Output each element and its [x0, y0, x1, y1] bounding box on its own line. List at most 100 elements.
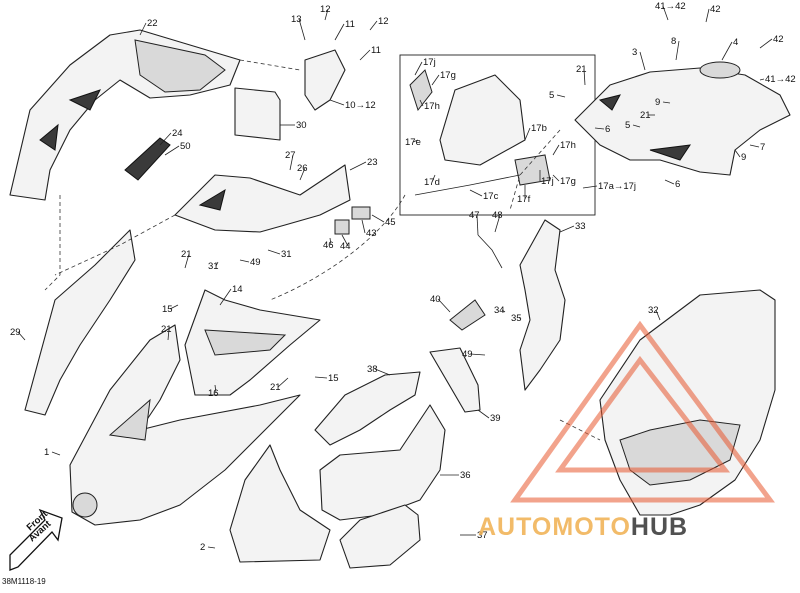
part-33-bracket	[519, 219, 566, 391]
leader-line-c40	[437, 298, 451, 313]
leader-line-c34	[501, 309, 506, 313]
part-39-strip	[429, 347, 481, 413]
callout-c34: 34	[494, 305, 505, 316]
dash-line-top	[239, 59, 301, 71]
callout-c23: 23	[367, 157, 378, 168]
leader-line-c5a	[556, 94, 566, 98]
leader-line-c12b	[369, 20, 378, 31]
leader-line-c17h1	[419, 99, 424, 107]
leader-line-c21a	[583, 68, 586, 86]
callout-c5b: 5	[625, 120, 630, 131]
leader-line-c47	[476, 214, 479, 236]
callout-c35: 35	[511, 313, 522, 324]
leader-line-c45	[371, 214, 385, 223]
leader-line-c4	[721, 41, 733, 61]
leader-line-c49b	[469, 353, 486, 356]
leader-line-c8	[675, 40, 680, 61]
leader-line-c38	[374, 368, 391, 376]
leader-line-c6a	[594, 127, 605, 130]
leader-line-c17d	[431, 174, 436, 183]
leader-line-c17h2	[552, 144, 560, 156]
leader-line-c9b	[734, 149, 741, 158]
callout-c15a: 15	[162, 304, 173, 315]
part-30-panel	[234, 87, 281, 141]
leader-line-c17g1	[431, 74, 440, 86]
leader-line-c17j1	[414, 61, 423, 76]
part-3-tank-cover	[574, 61, 791, 176]
part-29-side-panel	[24, 229, 136, 416]
callout-c8: 8	[671, 36, 676, 47]
callout-c7: 7	[760, 142, 765, 153]
callout-c17j1: 17j	[423, 57, 436, 68]
callout-c42b: 42	[773, 34, 784, 45]
callout-labels: 12345566789910→1211111212131415151617a→1…	[10, 1, 796, 553]
part-32-right-panel	[599, 289, 776, 516]
leader-line-c39	[477, 409, 490, 419]
leader-line-c48	[494, 214, 501, 233]
callout-c33: 33	[575, 221, 586, 232]
callout-c29: 29	[10, 327, 21, 338]
callout-c50: 50	[180, 141, 191, 152]
part-47-rod	[477, 234, 503, 269]
leader-line-c5b	[632, 124, 641, 128]
leader-line-c15a	[169, 304, 179, 310]
callout-c49a: 49	[250, 257, 261, 268]
callout-c9b: 9	[741, 152, 746, 163]
callout-c47: 47	[469, 210, 480, 221]
callout-c26: 26	[297, 163, 308, 174]
dash-line-right	[559, 419, 601, 441]
leader-line-c3	[639, 51, 646, 71]
part-24-grille	[124, 137, 171, 181]
dash-line-front	[44, 195, 61, 291]
part-43-clip	[351, 206, 371, 220]
watermark-part1: AUTOMOTO	[478, 513, 631, 541]
callout-c6a: 6	[605, 124, 610, 135]
callout-c42a: 42	[710, 4, 721, 15]
callout-c13: 13	[291, 14, 302, 25]
callout-c12a: 12	[320, 4, 331, 15]
callout-c30: 30	[296, 120, 307, 131]
callout-c4: 4	[733, 37, 738, 48]
watermark-text: AUTOMOTOHUB	[478, 513, 688, 541]
callout-c38: 38	[367, 364, 378, 375]
leader-line-c15b	[314, 376, 328, 379]
callout-c17f: 17f	[517, 194, 531, 205]
part-1-front-fairing	[69, 324, 301, 526]
callout-c9a: 9	[655, 97, 660, 108]
callout-c5a: 5	[549, 90, 554, 101]
callout-c22: 22	[147, 18, 158, 29]
callout-c45: 45	[385, 217, 396, 228]
callout-c17j2: 17j	[541, 176, 554, 187]
leader-line-c11b	[359, 49, 371, 61]
callout-c15b: 15	[328, 373, 339, 384]
callout-c48: 48	[492, 210, 503, 221]
leader-line-c42a	[705, 8, 710, 23]
part-38-panel	[314, 371, 421, 446]
callout-c41a: 41→42	[655, 1, 686, 12]
leader-line-c13	[298, 18, 306, 41]
leader-line-c41b	[759, 78, 765, 81]
callout-c31b: 31	[281, 249, 292, 260]
callout-c16: 16	[208, 388, 219, 399]
leader-line-c50	[164, 145, 180, 156]
dash-line-inset	[269, 194, 406, 301]
callout-c1: 1	[44, 447, 49, 458]
callout-c21c: 21	[181, 249, 192, 260]
leader-line-c17c	[469, 189, 483, 197]
leader-line-c24	[159, 132, 172, 146]
leader-line-c9a	[662, 101, 671, 104]
callout-c17b: 17b	[531, 123, 547, 134]
callout-c2: 2	[200, 542, 205, 553]
callout-c17a: 17a→17j	[598, 181, 636, 192]
callout-c37: 37	[477, 530, 488, 541]
callout-c39: 39	[490, 413, 501, 424]
leader-line-c12a	[324, 8, 329, 21]
leader-line-c17g2	[552, 174, 560, 182]
leader-line-c46	[329, 237, 332, 246]
leader-line-c31a	[215, 261, 219, 267]
part-22-upper-fairing	[9, 29, 241, 201]
callout-c40: 40	[430, 294, 441, 305]
callout-c10: 10→12	[345, 100, 376, 111]
